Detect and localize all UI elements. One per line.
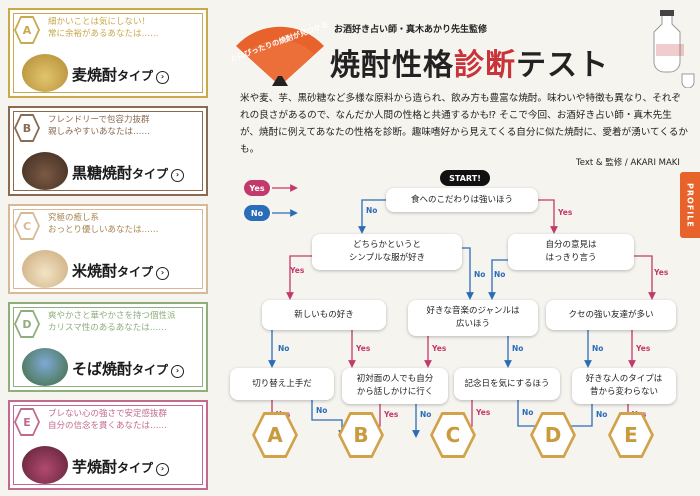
label-no: No [316,406,328,415]
profile-tab[interactable]: PROFILE [680,172,700,238]
question-2: どちらかというと シンプルな服が好き [312,234,462,270]
card-letter-badge: E [16,410,38,434]
card-letter-badge: D [16,312,38,336]
card-photo [22,54,68,92]
label-yes: Yes [432,344,447,353]
label-no: No [596,410,608,419]
label-yes: Yes [636,344,651,353]
card-description: 究極の癒し系 おっとり優しいあなたは…… [48,213,159,235]
result-d: D [530,412,576,458]
type-card-b[interactable]: B フレンドリーで包容力抜群 親しみやすいあなたは…… 黒糖焼酎タイプ› [8,106,208,196]
card-title[interactable]: 芋焼酎タイプ› [72,456,170,477]
card-title-suffix: タイプ [117,265,154,279]
question-9: 記念日を気にするほう [454,368,560,400]
label-no: No [278,344,290,353]
question-4: 新しいもの好き [262,300,386,330]
fan-banner: あなたにぴったりの焼酎が見つかるかも [232,20,328,86]
result-d-letter: D [533,415,573,455]
chevron-right-icon[interactable]: › [171,365,185,378]
label-yes: Yes [654,268,669,277]
start-label: START! [440,170,490,186]
type-card-a[interactable]: A 細かいことは気にしない！ 常に余裕があるあなたは…… 麦焼酎タイプ› [8,8,208,98]
label-yes: Yes [290,266,305,275]
card-title[interactable]: 米焼酎タイプ› [72,260,170,281]
label-no: No [522,408,534,417]
label-no: No [494,270,506,279]
card-title-main: 黒糖焼酎 [72,164,133,182]
card-description: フレンドリーで包容力抜群 親しみやすいあなたは…… [48,115,151,137]
card-title-suffix: タイプ [117,69,154,83]
chevron-right-icon[interactable]: › [156,267,170,280]
title-part-3: テスト [516,48,609,83]
intro-paragraph: 米や麦、芋、黒砂糖など多様な原料から造られ、飲み方も豊富な焼酎。味わいや特徴も異… [240,93,688,155]
main-panel: あなたにぴったりの焼酎が見つかるかも お酒好き占い師・真木あかり先生監修 焼酎性… [212,0,700,496]
legend-no: No [244,205,270,221]
label-yes: Yes [356,344,371,353]
question-10: 好きな人のタイプは 昔から変わらない [572,368,676,404]
sake-bottle-illustration [653,10,695,88]
type-card-d[interactable]: D 爽やかさと華やかさを持つ個性派 カリスマ性のあるあなたは…… そば焼酎タイプ› [8,302,208,392]
page-title: 焼酎性格診断テスト [330,40,609,84]
card-title-main: 米焼酎 [72,262,118,280]
question-3: 自分の意見は はっきり言う [508,234,634,270]
card-title[interactable]: 麦焼酎タイプ› [72,64,170,85]
label-no: No [512,344,524,353]
text-credit: Text & 監修 / AKARI MAKI [576,158,680,168]
chevron-right-icon[interactable]: › [156,463,170,476]
chevron-right-icon[interactable]: › [171,169,185,182]
card-photo [22,348,68,386]
title-part-1: 焼酎性格 [330,48,454,83]
supervisor-credit: お酒好き占い師・真木あかり先生監修 [334,25,488,35]
label-no: No [592,344,604,353]
card-title-suffix: タイプ [117,461,154,475]
card-description: 細かいことは気にしない！ 常に余裕があるあなたは…… [48,17,159,39]
question-7: 切り替え上手だ [230,368,334,400]
card-title-suffix: タイプ [132,167,169,181]
card-letter-badge: A [16,18,38,42]
question-5: 好きな音楽のジャンルは 広いほう [408,300,538,336]
label-yes: Yes [558,208,573,217]
result-e: E [608,412,654,458]
question-1: 食へのこだわりは強いほう [386,188,538,212]
label-no: No [474,270,486,279]
card-photo [22,250,68,288]
legend-yes: Yes [244,180,270,196]
label-no: No [366,206,378,215]
question-6: クセの強い友達が多い [546,300,676,330]
label-no: No [420,410,432,419]
question-8: 初対面の人でも自分 から話しかけに行く [342,368,448,404]
label-yes: Yes [476,408,491,417]
card-description: 爽やかさと華やかさを持つ個性派 カリスマ性のあるあなたは…… [48,311,176,333]
card-title[interactable]: 黒糖焼酎タイプ› [72,162,185,183]
result-b: B [338,412,384,458]
result-b-letter: B [341,415,381,455]
card-letter-badge: B [16,116,38,140]
card-description: ブレない心の強さで安定感抜群 自分の信念を貫くあなたは…… [48,409,168,431]
chevron-right-icon[interactable]: › [156,71,170,84]
card-title-main: 麦焼酎 [72,66,118,84]
card-letter-badge: C [16,214,38,238]
card-title-main: 芋焼酎 [72,458,118,476]
card-title[interactable]: そば焼酎タイプ› [72,358,185,379]
result-c-letter: C [433,415,473,455]
type-card-e[interactable]: E ブレない心の強さで安定感抜群 自分の信念を貫くあなたは…… 芋焼酎タイプ› [8,400,208,490]
title-part-2: 診断 [454,48,516,83]
result-a-letter: A [255,415,295,455]
card-photo [22,152,68,190]
card-title-main: そば焼酎 [72,360,133,378]
card-title-suffix: タイプ [132,363,169,377]
label-yes: Yes [384,410,399,419]
result-e-letter: E [611,415,651,455]
card-photo [22,446,68,484]
type-card-c[interactable]: C 究極の癒し系 おっとり優しいあなたは…… 米焼酎タイプ› [8,204,208,294]
